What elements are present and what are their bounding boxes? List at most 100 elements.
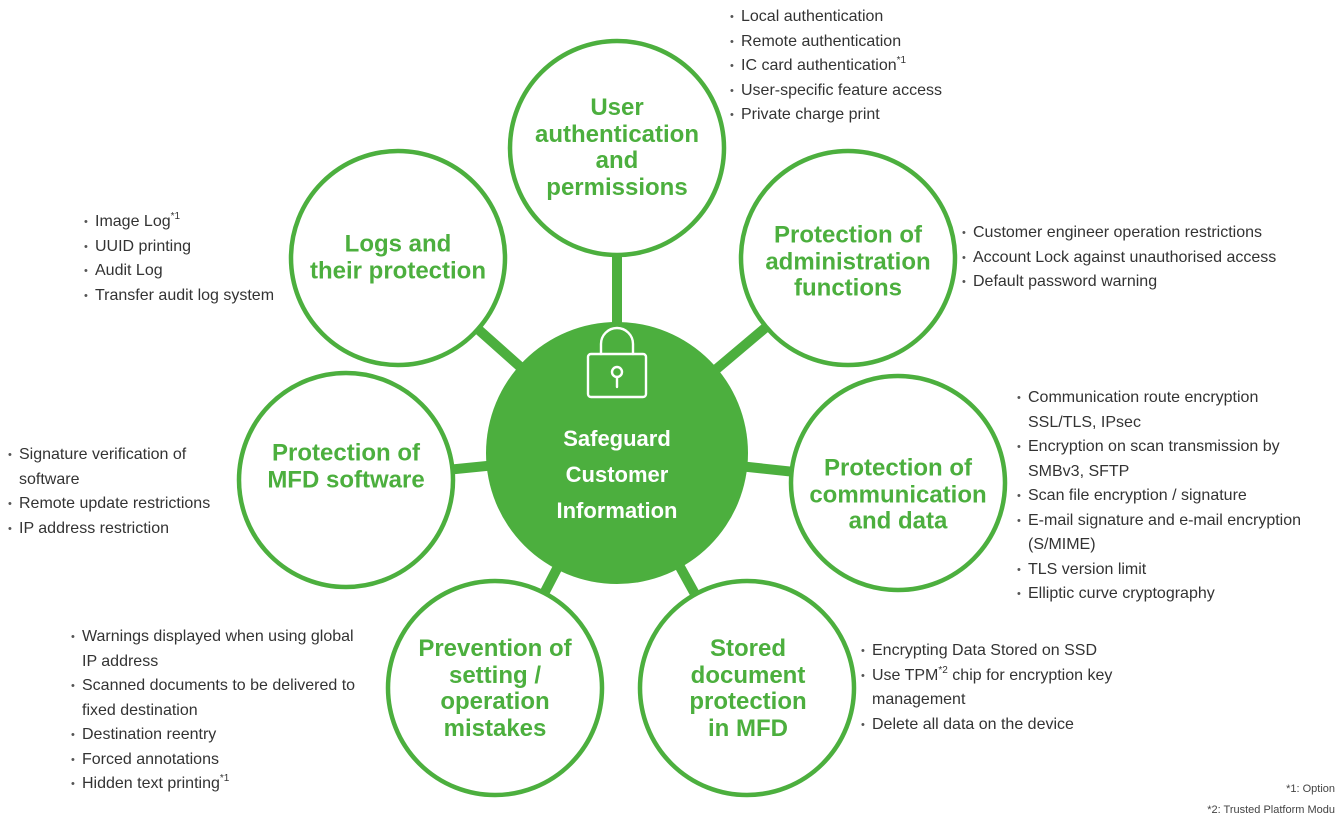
node-circle-admin <box>738 148 958 368</box>
feature-item-text: Communication route encryption SSL/TLS, … <box>1028 389 1259 431</box>
feature-item-text: E-mail signature and e-mail encryption (… <box>1028 511 1302 554</box>
feature-item: Customer engineer operation restrictions <box>962 221 1276 246</box>
feature-item-text: Image Log <box>95 213 171 230</box>
node-label-line: Stored <box>709 635 786 662</box>
node-label-line: permissions <box>546 173 688 201</box>
node-label-line: mistakes <box>443 714 547 742</box>
feature-item: Communication route encryption SSL/TLS, … <box>1017 386 1301 435</box>
feature-item-text: User-specific feature access <box>741 81 942 99</box>
feature-item-text: Delete all data on the device <box>872 715 1074 733</box>
feature-item: Scanned documents to be delivered to fix… <box>71 674 355 723</box>
feature-item-text: Scan file encryption / signature <box>1028 487 1247 504</box>
feature-list-prevention: Warnings displayed when using global IP … <box>71 625 355 797</box>
feature-item: Destination reentry <box>71 723 355 748</box>
feature-item: Transfer audit log system <box>84 284 274 309</box>
node-label-line: setting / <box>448 661 541 689</box>
feature-item-text: Remote update restrictions <box>19 495 211 512</box>
node-label-line: communication <box>809 480 987 508</box>
feature-item-text: Hidden text printing <box>82 775 220 792</box>
feature-item-text: Remote authentication <box>741 32 902 50</box>
node-label-line: authentication <box>534 120 699 148</box>
center-title-line: Safeguard <box>563 426 671 451</box>
feature-item: Use TPM*2 chip for encryption key manage… <box>861 664 1112 713</box>
footnote-marker: *1 <box>219 773 230 784</box>
feature-item-text: chip for encryption key management <box>872 666 1113 709</box>
node-label-line: Prevention of <box>418 635 572 662</box>
node-label-line: administration <box>765 247 931 275</box>
feature-item-text: Customer engineer operation restrictions <box>973 224 1263 241</box>
feature-item: E-mail signature and e-mail encryption (… <box>1017 509 1301 558</box>
feature-item-text: Destination reentry <box>82 726 217 743</box>
footnote-marker: *1 <box>896 55 907 66</box>
feature-item-text: Local authentication <box>741 8 884 25</box>
feature-item-text: Scanned documents to be delivered to fix… <box>82 677 356 719</box>
feature-item-text: Forced annotations <box>82 750 219 768</box>
node-label-line: MFD software <box>267 466 425 493</box>
center-title-line: Information <box>556 498 678 523</box>
node-label-line: Logs and <box>344 230 452 258</box>
feature-item-text: Warnings displayed when using global IP … <box>82 628 354 670</box>
node-label-line: protection <box>689 688 807 715</box>
feature-item: Local authentication <box>730 5 942 30</box>
feature-item: User-specific feature access <box>730 79 942 104</box>
feature-list-software: Signature verification of software Remot… <box>8 443 210 541</box>
feature-item: Warnings displayed when using global IP … <box>71 625 355 674</box>
feature-list-comm: Communication route encryption SSL/TLS, … <box>1017 386 1301 607</box>
feature-item: Hidden text printing*1 <box>71 772 355 797</box>
node-label-line: functions <box>794 274 902 302</box>
feature-item: UUID printing <box>84 235 274 260</box>
node-circle-user <box>507 38 727 258</box>
footnote-marker: *1 <box>170 211 181 222</box>
feature-list-stored: Encrypting Data Stored on SSD Use TPM*2 … <box>861 639 1112 737</box>
feature-item-text: Private charge print <box>741 106 880 123</box>
feature-item: IC card authentication*1 <box>730 54 942 79</box>
node-circle-comm <box>788 373 1008 593</box>
node-label-admin: Protection of administration functions <box>746 222 951 302</box>
feature-item: Scan file encryption / signature <box>1017 484 1301 509</box>
node-label-line: operation <box>440 688 550 715</box>
center-title-line: Customer <box>565 462 669 487</box>
feature-item-text: IC card authentication <box>741 57 897 74</box>
feature-item-text: IP address restriction <box>19 519 169 537</box>
feature-item-text: Use TPM <box>872 666 939 684</box>
feature-item-text: TLS version limit <box>1028 560 1147 578</box>
footnote: *2: Trusted Platform Modu <box>1207 804 1335 816</box>
feature-item-text: Audit Log <box>95 262 163 279</box>
node-circle-stored <box>637 578 857 798</box>
feature-item: IP address restriction <box>8 517 210 542</box>
feature-item-text: Transfer audit log system <box>95 286 275 304</box>
feature-item: Elliptic curve cryptography <box>1017 582 1301 607</box>
feature-item: Private charge print <box>730 103 942 128</box>
feature-item: Signature verification of software <box>8 443 210 492</box>
feature-item: Remote authentication <box>730 30 942 55</box>
node-circle-software <box>236 370 456 590</box>
feature-item: Audit Log <box>84 259 274 284</box>
node-label-prevention: Prevention of setting / operation mistak… <box>393 635 598 742</box>
node-circle-logs <box>288 148 508 368</box>
node-label-stored: Stored document protection in MFD <box>646 635 851 742</box>
node-label-line: their protection <box>309 257 486 284</box>
center-circle <box>486 322 748 584</box>
footnote: *1: Option <box>1286 783 1335 795</box>
footnote-marker: *2 <box>938 664 948 676</box>
feature-item-text: Default password warning <box>973 273 1158 290</box>
node-label-logs: Logs and their protection <box>296 230 501 285</box>
node-label-line: in MFD <box>708 714 788 742</box>
feature-item: Remote update restrictions <box>8 492 210 517</box>
feature-item: Default password warning <box>962 270 1276 295</box>
node-label-line: and <box>595 147 639 174</box>
feature-item-text: Encrypting Data Stored on SSD <box>872 642 1098 659</box>
feature-list-admin: Customer engineer operation restrictions… <box>962 221 1276 295</box>
feature-item-text: Signature verification of software <box>19 446 187 488</box>
node-label-line: Protection of <box>272 439 420 467</box>
feature-item-text: Elliptic curve cryptography <box>1028 585 1215 602</box>
feature-list-user: Local authentication Remote authenticati… <box>730 5 942 128</box>
feature-item: Delete all data on the device <box>861 713 1112 738</box>
node-label-line: and data <box>848 507 948 535</box>
node-label-line: Protection of <box>824 454 972 482</box>
node-label-software: Protection of MFD software <box>244 439 449 494</box>
feature-item: Forced annotations <box>71 748 355 773</box>
feature-item-text: UUID printing <box>95 237 192 255</box>
feature-item: Account Lock against unauthorised access <box>962 246 1276 271</box>
